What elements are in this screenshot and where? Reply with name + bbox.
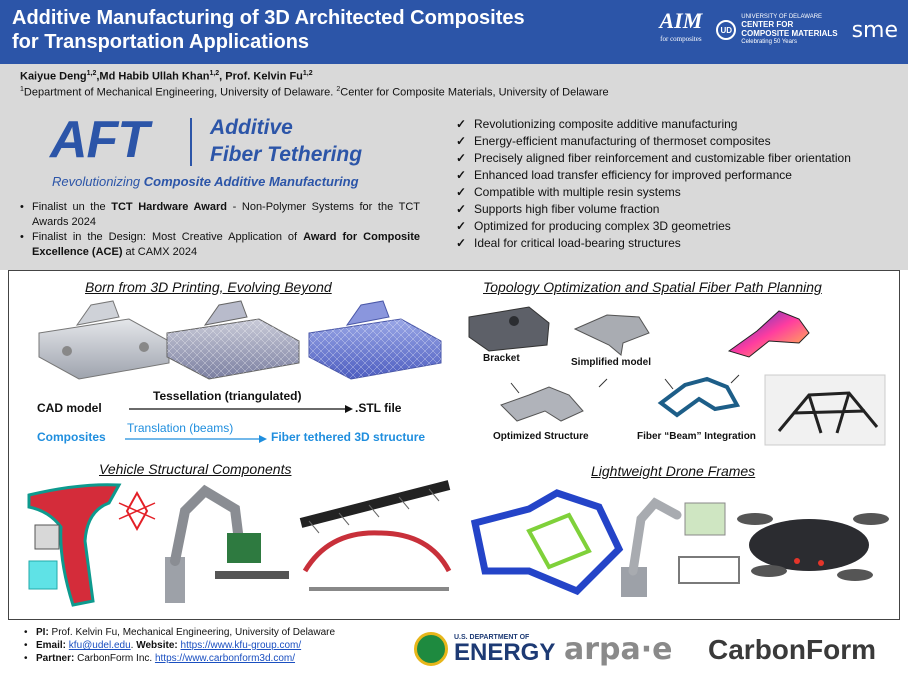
figure-panel: Born from 3D Printing, Evolving Beyond T… (8, 270, 900, 620)
author-list: Kaiyue Deng1,2,Md Habib Ullah Khan1,2, P… (20, 70, 313, 83)
b-pillar-component (27, 483, 156, 607)
ud-seal-icon: UD (716, 20, 737, 40)
label-cad-model: CAD model (37, 401, 102, 415)
carbonform-logo: CarbonForm (708, 634, 876, 665)
stl-part (308, 300, 442, 380)
doe-seal-icon (414, 632, 448, 666)
caption-fiber-beam: Fiber “Beam” Integration (637, 431, 756, 442)
intro-band: Kaiyue Deng1,2,Md Habib Ullah Khan1,2, P… (0, 64, 908, 270)
website-link[interactable]: https://www.kfu-group.com/ (180, 640, 302, 651)
label-tessellation: Tessellation (triangulated) (153, 389, 302, 403)
car-frame-lattice (299, 480, 452, 591)
caption-simplified: Simplified model (571, 357, 652, 368)
contact-info: PI: Prof. Kelvin Fu, Mechanical Engineer… (24, 626, 335, 665)
email-link[interactable]: kfu@udel.edu (68, 640, 131, 651)
label-translation: Translation (beams) (127, 421, 234, 435)
feature-item: Ideal for critical load-bearing structur… (456, 235, 851, 252)
feature-item: Precisely aligned fiber reinforcement an… (456, 150, 851, 167)
optimized-structure (500, 382, 584, 422)
section-title-topology: Topology Optimization and Spatial Fiber … (483, 279, 822, 295)
sponsor-logos-top: AIM for composites UD UNIVERSITY OF DELA… (659, 8, 898, 48)
caption-bracket: Bracket (483, 353, 520, 364)
label-stl-file: .STL file (355, 401, 402, 415)
feature-item: Compatible with multiple resin systems (456, 184, 851, 201)
drone-robot-printer (621, 497, 740, 597)
aft-tagline: Revolutionizing Composite Additive Manuf… (52, 174, 359, 189)
section-title-drone: Lightweight Drone Frames (591, 463, 756, 479)
cad-model-part (38, 300, 170, 380)
arpa-e-logo: arpa·e (564, 632, 673, 667)
feature-item: Supports high fiber volume fraction (456, 201, 851, 218)
sme-logo: sme (851, 17, 898, 43)
partner-line: Partner: CarbonForm Inc. https://www.car… (24, 652, 335, 665)
section-title-3d-printing: Born from 3D Printing, Evolving Beyond (85, 279, 332, 295)
robot-arm-printer (165, 484, 289, 603)
doe-logo: U.S. DEPARTMENT OF ENERGY (414, 632, 555, 666)
caption-optimized: Optimized Structure (493, 431, 589, 442)
feature-item: Optimized for producing complex 3D geome… (456, 218, 851, 235)
drone-frame-simulation (470, 489, 624, 596)
stress-heatmap-model (727, 310, 810, 358)
ud-ccm-logo: UD UNIVERSITY OF DELAWARE CENTER FOR COM… (716, 14, 838, 46)
feature-item: Energy-efficient manufacturing of thermo… (456, 133, 851, 150)
header-bar: Additive Manufacturing of 3D Architected… (0, 0, 908, 64)
partner-link[interactable]: https://www.carbonform3d.com/ (154, 653, 296, 664)
assembled-drone (737, 513, 889, 581)
label-fiber-tethered: Fiber tethered 3D structure (271, 430, 426, 444)
award-list: Finalist un the TCT Hardware Award - Non… (20, 200, 420, 260)
feature-item: Enhanced load transfer efficiency for im… (456, 167, 851, 184)
pi-line: PI: Prof. Kelvin Fu, Mechanical Engineer… (24, 626, 335, 639)
feature-item: Revolutionizing composite additive manuf… (456, 116, 851, 133)
aft-full-name: Additive Fiber Tethering (210, 116, 363, 166)
aft-divider (190, 118, 192, 166)
aft-mark: AFT (50, 111, 149, 169)
email-line: Email: kfu@udel.edu. Website: https://ww… (24, 639, 335, 652)
label-composites: Composites (37, 430, 106, 444)
figure-graphics (27, 300, 889, 607)
printed-fiber-frame-photo (764, 374, 886, 446)
award-item: Finalist in the Design: Most Creative Ap… (20, 230, 420, 260)
aft-logo: AFT Additive Fiber Tethering Revolutioni… (50, 110, 430, 190)
process-arrows (125, 405, 353, 443)
bracket-model (468, 306, 550, 352)
poster-title: Additive Manufacturing of 3D Architected… (12, 7, 525, 53)
tessellated-part (166, 300, 300, 380)
simplified-model (573, 314, 650, 356)
feature-checklist: Revolutionizing composite additive manuf… (456, 116, 851, 252)
aim-logo: AIM for composites (659, 8, 703, 44)
section-title-vehicle: Vehicle Structural Components (99, 461, 292, 477)
affiliations: 1Department of Mechanical Engineering, U… (20, 86, 609, 99)
award-item: Finalist un the TCT Hardware Award - Non… (20, 200, 420, 230)
fiber-beam-structure (598, 374, 741, 418)
